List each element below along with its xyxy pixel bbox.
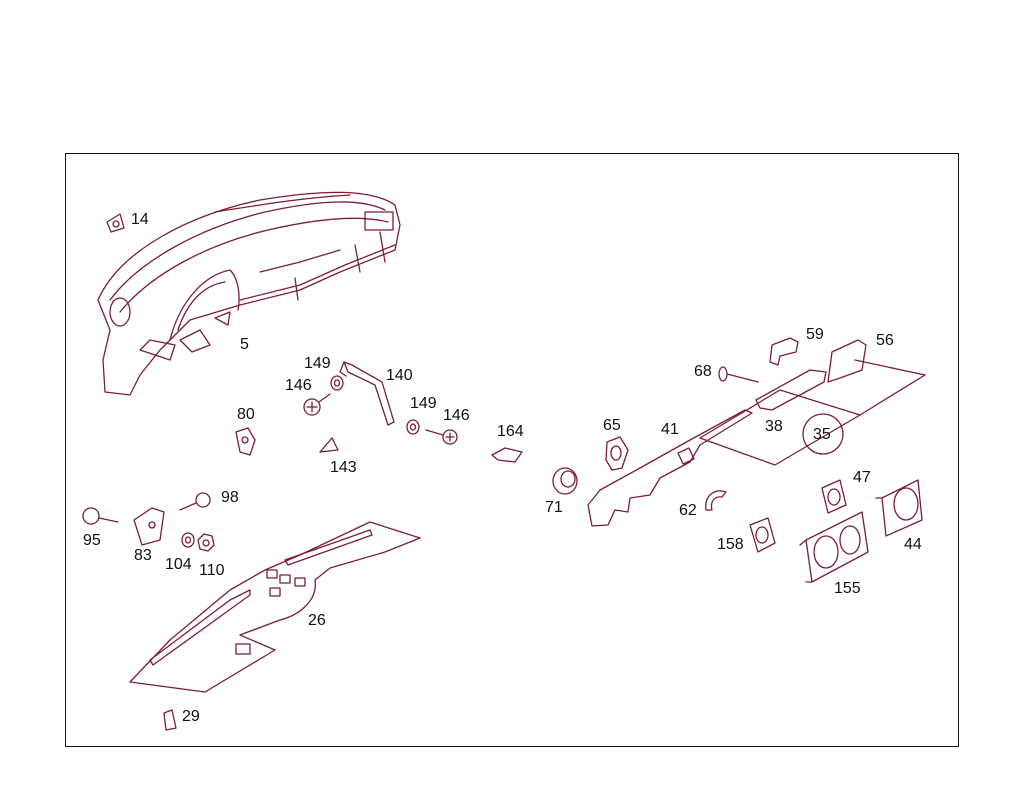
bezel-part-56: [827, 339, 867, 383]
callout-164: 164: [497, 423, 524, 440]
clip-part-62: [705, 490, 727, 511]
clip-part-59: [769, 337, 799, 366]
screw-part-146b: [425, 429, 458, 445]
clip-part-143: [319, 437, 339, 453]
callout-14: 14: [131, 211, 149, 228]
ring-part-158: [749, 517, 776, 553]
panel-part-26: [129, 521, 421, 693]
assembly-outline-35: [699, 359, 926, 466]
diagram-frame: [65, 153, 959, 747]
callout-68: 68: [694, 363, 712, 380]
clip-part-14: [106, 213, 125, 233]
callout-44: 44: [904, 536, 922, 553]
washer-part-104: [181, 532, 195, 548]
clip-part-80: [235, 427, 256, 456]
callout-83: 83: [134, 547, 152, 564]
callout-38: 38: [765, 418, 783, 435]
bracket-part-140: [339, 361, 395, 426]
callout-149a: 149: [304, 355, 331, 372]
callout-65: 65: [603, 417, 621, 434]
bracket-part-83: [133, 507, 165, 546]
callout-146a: 146: [285, 377, 312, 394]
callout-104: 104: [165, 556, 192, 573]
callout-80: 80: [237, 406, 255, 423]
callout-110: 110: [199, 562, 225, 579]
callout-62: 62: [679, 502, 697, 519]
washer-part-149a: [330, 375, 344, 391]
callout-35: 35: [813, 426, 831, 443]
screw-part-68: [718, 366, 759, 383]
callout-41: 41: [661, 421, 679, 438]
glass-part-44: [875, 479, 923, 537]
ring-part-65: [605, 436, 629, 471]
callout-29: 29: [182, 708, 200, 725]
callout-98: 98: [221, 489, 239, 506]
screw-part-146a: [303, 393, 331, 416]
dashboard-part-5: [97, 191, 401, 396]
knob-part-71: [552, 467, 578, 495]
callout-143: 143: [330, 459, 357, 476]
callout-71: 71: [545, 499, 563, 516]
ring-part-47: [821, 479, 847, 514]
bolt-part-95: [82, 507, 119, 525]
callout-47: 47: [853, 469, 871, 486]
washer-part-149b: [406, 419, 420, 435]
cluster-part-155: [799, 511, 869, 583]
callout-26: 26: [308, 612, 326, 629]
callout-56: 56: [876, 332, 894, 349]
strip-part-38: [755, 369, 827, 411]
bolt-part-98: [179, 492, 211, 511]
callout-59: 59: [806, 326, 824, 343]
callout-146b: 146: [443, 407, 470, 424]
callout-158: 158: [717, 536, 744, 553]
nut-part-110: [197, 533, 215, 552]
callout-149b: 149: [410, 395, 437, 412]
callout-5: 5: [240, 336, 249, 353]
callout-155: 155: [834, 580, 861, 597]
callout-140: 140: [386, 367, 413, 384]
plug-part-29: [163, 709, 177, 731]
trim-part-41: [587, 409, 753, 527]
clip-part-164: [491, 447, 523, 463]
callout-95: 95: [83, 532, 101, 549]
